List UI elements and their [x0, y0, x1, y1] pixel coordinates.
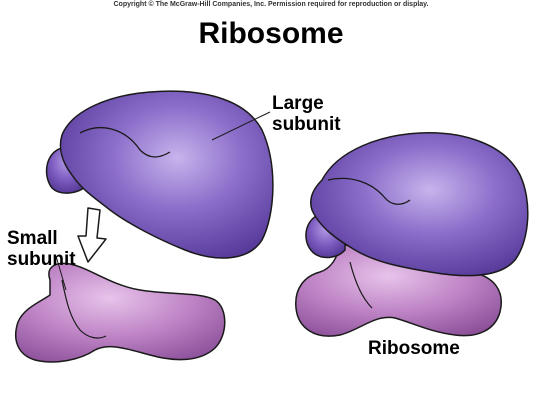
large-subunit-label-line2: subunit — [272, 114, 341, 135]
page-title: Ribosome — [198, 17, 344, 50]
small-subunit-label-line2: subunit — [7, 249, 76, 270]
large-subunit-label: Large subunit — [272, 93, 341, 135]
large-subunit-body — [59, 90, 274, 259]
large-subunit-label-line1: Large — [272, 93, 324, 114]
ribosome-large-subunit — [310, 132, 529, 277]
small-subunit-body — [14, 262, 226, 363]
ribosome-label: Ribosome — [368, 338, 460, 359]
assembled-ribosome — [295, 132, 529, 337]
small-subunit-label-line1: Small — [7, 228, 58, 249]
small-subunit-label: Small subunit — [7, 228, 76, 270]
assembly-arrow — [77, 207, 107, 263]
large-subunit-pointer — [211, 111, 271, 141]
small-subunit-left — [14, 262, 226, 363]
large-subunit-left — [45, 90, 274, 259]
small-subunit-pointer — [55, 255, 67, 291]
copyright-notice: Copyright © The McGraw-Hill Companies, I… — [113, 1, 429, 8]
